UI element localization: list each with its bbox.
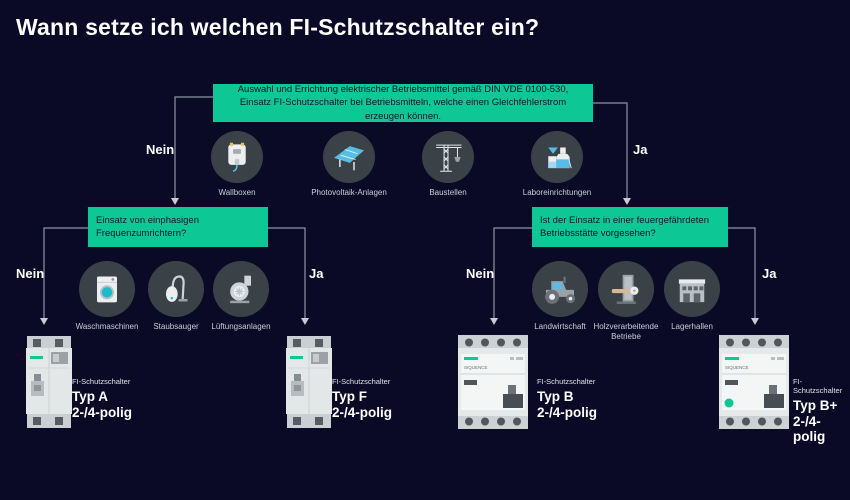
product-type: Typ F — [332, 389, 367, 404]
example-staubsauger: Staubsauger — [121, 261, 231, 332]
question-box-frequenzumrichter: Einsatz von einphasigen Frequenzumrichte… — [88, 207, 268, 247]
product-label-typ-b-plus: FI-Schutzschalter Typ B+ 2-/4-polig — [793, 377, 850, 444]
example-holzverarbeitende-betriebe: Holzverarbeitende Betriebe — [571, 261, 681, 343]
warehouse-icon — [664, 261, 720, 317]
connector-ja-left — [268, 227, 306, 319]
product-poles: 2-/4-polig — [332, 405, 392, 420]
example-waschmaschinen: Waschmaschinen — [52, 261, 162, 332]
root-condition-box: Auswahl und Errichtung elektrischer Betr… — [213, 84, 593, 122]
use-case-photovoltaik: Photovoltaik-Anlagen — [294, 131, 404, 198]
arrowhead — [171, 198, 179, 205]
icon-label: Wallboxen — [218, 188, 256, 197]
use-case-laboreinrichtungen: Laboreinrichtungen — [502, 131, 612, 198]
arrowhead — [301, 318, 309, 325]
connector-ja-top — [593, 102, 628, 199]
product-poles: 2-/4-polig — [72, 405, 132, 420]
solar-panel-icon — [323, 131, 375, 183]
use-case-baustellen: Baustellen — [393, 131, 503, 198]
product-label-typ-a: FI-Schutzschalter Typ A 2-/4-polig — [72, 377, 132, 420]
page-title: Wann setze ich welchen FI-Schutzschalter… — [16, 14, 540, 40]
decision-label-ja: Ja — [762, 266, 777, 281]
icon-label: Baustellen — [429, 188, 467, 197]
product-category: FI-Schutzschalter — [793, 377, 843, 395]
wallbox-icon — [211, 131, 263, 183]
decision-label-ja: Ja — [309, 266, 324, 281]
product-type: Typ B+ — [793, 398, 838, 413]
lab-equipment-icon — [531, 131, 583, 183]
ventilation-fan-icon — [213, 261, 269, 317]
wood-saw-icon — [598, 261, 654, 317]
example-lueftungsanlagen: Lüftungsanlagen — [186, 261, 296, 332]
product-type: Typ A — [72, 389, 108, 404]
rcd-device-typ-a — [26, 336, 72, 428]
decision-label-nein: Nein — [146, 142, 175, 157]
device-brand-text: SIQUENCE — [725, 365, 749, 370]
use-case-wallboxen: Wallboxen — [182, 131, 292, 198]
product-type: Typ B — [537, 389, 574, 404]
connector-nein-right — [493, 227, 532, 319]
rcd-device-typ-b-plus: SIQUENCE — [719, 335, 789, 429]
device-brand-text: SIQUENCE — [464, 365, 488, 370]
product-label-typ-f: FI-Schutzschalter Typ F 2-/4-polig — [332, 377, 392, 420]
product-category: FI-Schutzschalter — [332, 377, 391, 386]
arrowhead — [751, 318, 759, 325]
product-poles: 2-/4-polig — [537, 405, 597, 420]
decision-label-ja: Ja — [633, 142, 648, 157]
rcd-device-typ-b: SIQUENCE — [458, 335, 528, 429]
arrowhead — [490, 318, 498, 325]
connector-nein-top — [174, 96, 213, 199]
product-label-typ-b: FI-Schutzschalter Typ B 2-/4-polig — [537, 377, 597, 420]
connector-nein-left — [43, 227, 88, 319]
decision-label-nein: Nein — [16, 266, 45, 281]
example-landwirtschaft: Landwirtschaft — [505, 261, 615, 332]
icon-label: Photovoltaik-Anlagen — [311, 188, 387, 197]
product-category: FI-Schutzschalter — [72, 377, 131, 386]
icon-label: Lagerhallen — [671, 322, 713, 331]
example-lagerhallen: Lagerhallen — [637, 261, 747, 332]
icon-label: Laboreinrichtungen — [522, 188, 592, 197]
decision-label-nein: Nein — [466, 266, 495, 281]
tractor-icon — [532, 261, 588, 317]
product-poles: 2-/4-polig — [793, 414, 826, 444]
icon-label: Waschmaschinen — [75, 322, 139, 331]
icon-label: Staubsauger — [153, 322, 199, 331]
icon-label: Landwirtschaft — [534, 322, 586, 331]
crane-icon — [422, 131, 474, 183]
arrowhead — [40, 318, 48, 325]
washing-machine-icon — [79, 261, 135, 317]
arrowhead — [623, 198, 631, 205]
product-category: FI-Schutzschalter — [537, 377, 596, 386]
icon-label: Holzverarbeitende Betriebe — [593, 322, 659, 342]
question-box-feuergefaehrdet: Ist der Einsatz in einer feuergefährdete… — [532, 207, 728, 247]
vacuum-cleaner-icon — [148, 261, 204, 317]
icon-label: Lüftungsanlagen — [211, 322, 271, 331]
rcd-device-typ-f — [286, 336, 332, 428]
